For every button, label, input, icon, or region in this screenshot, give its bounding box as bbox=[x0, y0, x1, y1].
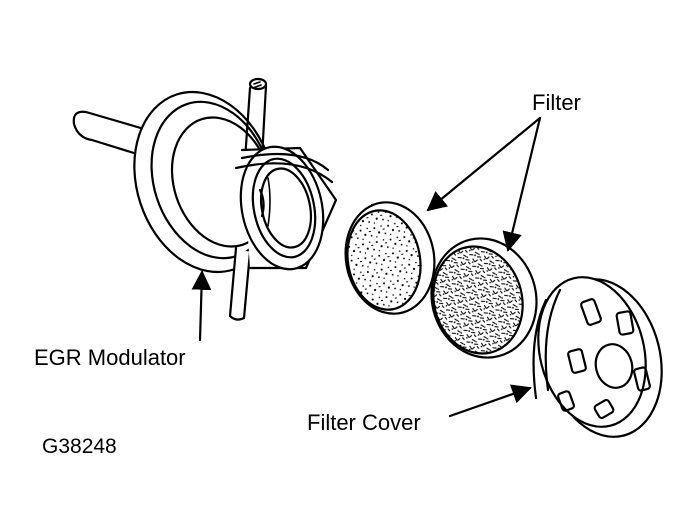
leader-filter-2 bbox=[502, 116, 542, 252]
label-egr-modulator: EGR Modulator bbox=[34, 345, 186, 370]
filter-pad-2 bbox=[430, 237, 538, 359]
label-filter: Filter bbox=[532, 90, 581, 115]
filter-cover-drawing bbox=[532, 276, 663, 438]
figure-id: G38248 bbox=[42, 435, 117, 458]
egr-modulator-drawing bbox=[72, 77, 338, 321]
label-filter-cover: Filter Cover bbox=[307, 410, 421, 435]
leader-egr bbox=[191, 270, 212, 342]
filter-pad-1 bbox=[344, 201, 436, 315]
leader-lines bbox=[191, 116, 542, 418]
leader-filter-1 bbox=[426, 116, 542, 212]
leader-cover bbox=[448, 384, 532, 418]
